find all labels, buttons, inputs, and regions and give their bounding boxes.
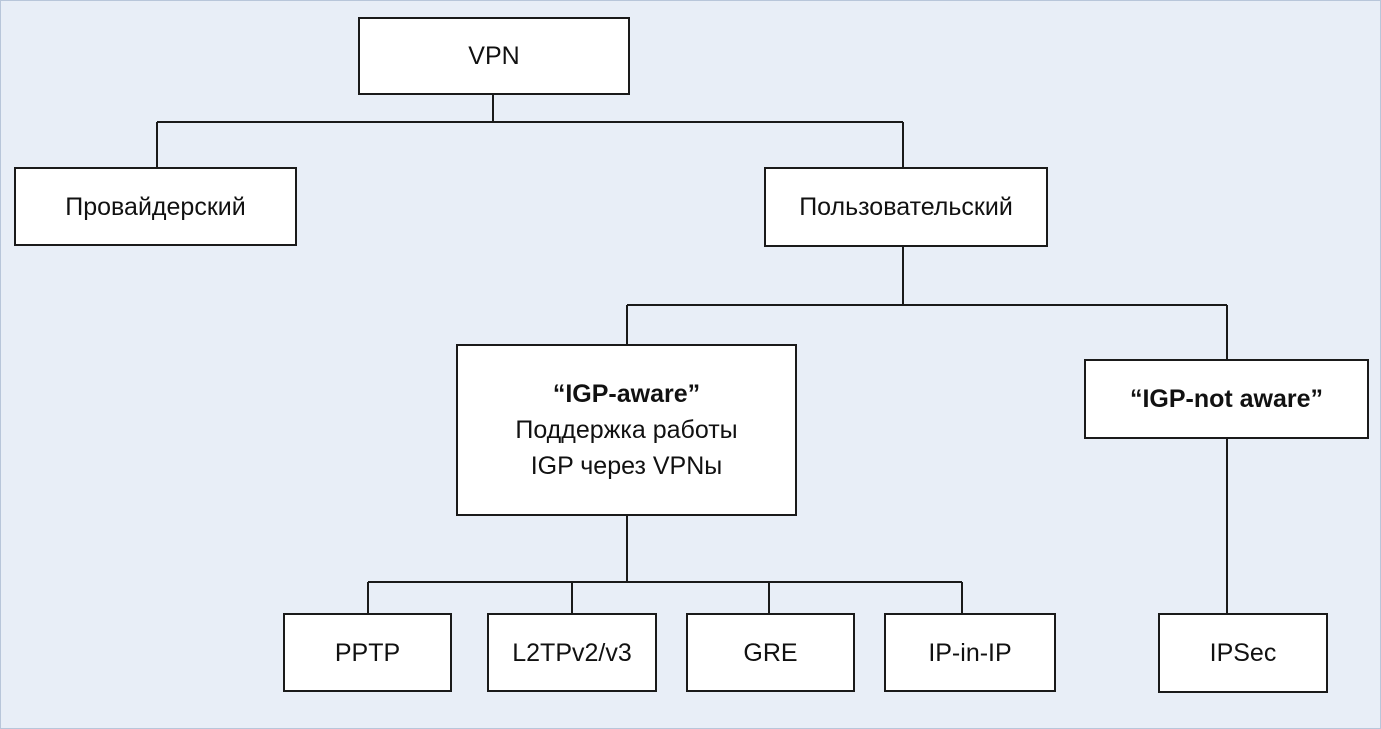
- node-l2tp: L2TPv2/v3: [487, 613, 657, 692]
- node-user: Пользовательский: [764, 167, 1048, 247]
- node-igp-not-aware: “IGP-not aware”: [1084, 359, 1369, 439]
- connector-igp-aware-children: [367, 515, 963, 614]
- node-vpn-label: VPN: [468, 42, 520, 70]
- node-igp-not-aware-title: “IGP-not aware”: [1129, 385, 1324, 413]
- node-ipinip-label: IP-in-IP: [928, 638, 1012, 667]
- node-igp-aware-content: “IGP-aware” Поддержка работы IGP через V…: [515, 376, 737, 484]
- connector-user-children: [626, 246, 1228, 360]
- node-pptp-label: PPTP: [334, 638, 401, 667]
- node-igp-aware: “IGP-aware” Поддержка работы IGP через V…: [456, 344, 797, 516]
- node-provider: Провайдерский: [14, 167, 297, 246]
- node-ipsec-label: IPSec: [1209, 639, 1277, 667]
- node-gre: GRE: [686, 613, 855, 692]
- node-ipsec: IPSec: [1158, 613, 1328, 693]
- node-l2tp-label: L2TPv2/v3: [512, 638, 632, 667]
- node-gre-label: GRE: [743, 638, 798, 667]
- node-pptp: PPTP: [283, 613, 452, 692]
- node-provider-label: Провайдерский: [65, 192, 246, 221]
- node-vpn: VPN: [358, 17, 630, 95]
- node-igp-aware-line1: Поддержка работы: [515, 416, 738, 444]
- node-igp-aware-title: “IGP-aware”: [552, 380, 701, 408]
- node-user-label: Пользовательский: [799, 193, 1013, 221]
- connector-vpn-children: [156, 94, 904, 168]
- node-igp-aware-line2: IGP через VPNы: [530, 452, 723, 480]
- node-ipinip: IP-in-IP: [884, 613, 1056, 692]
